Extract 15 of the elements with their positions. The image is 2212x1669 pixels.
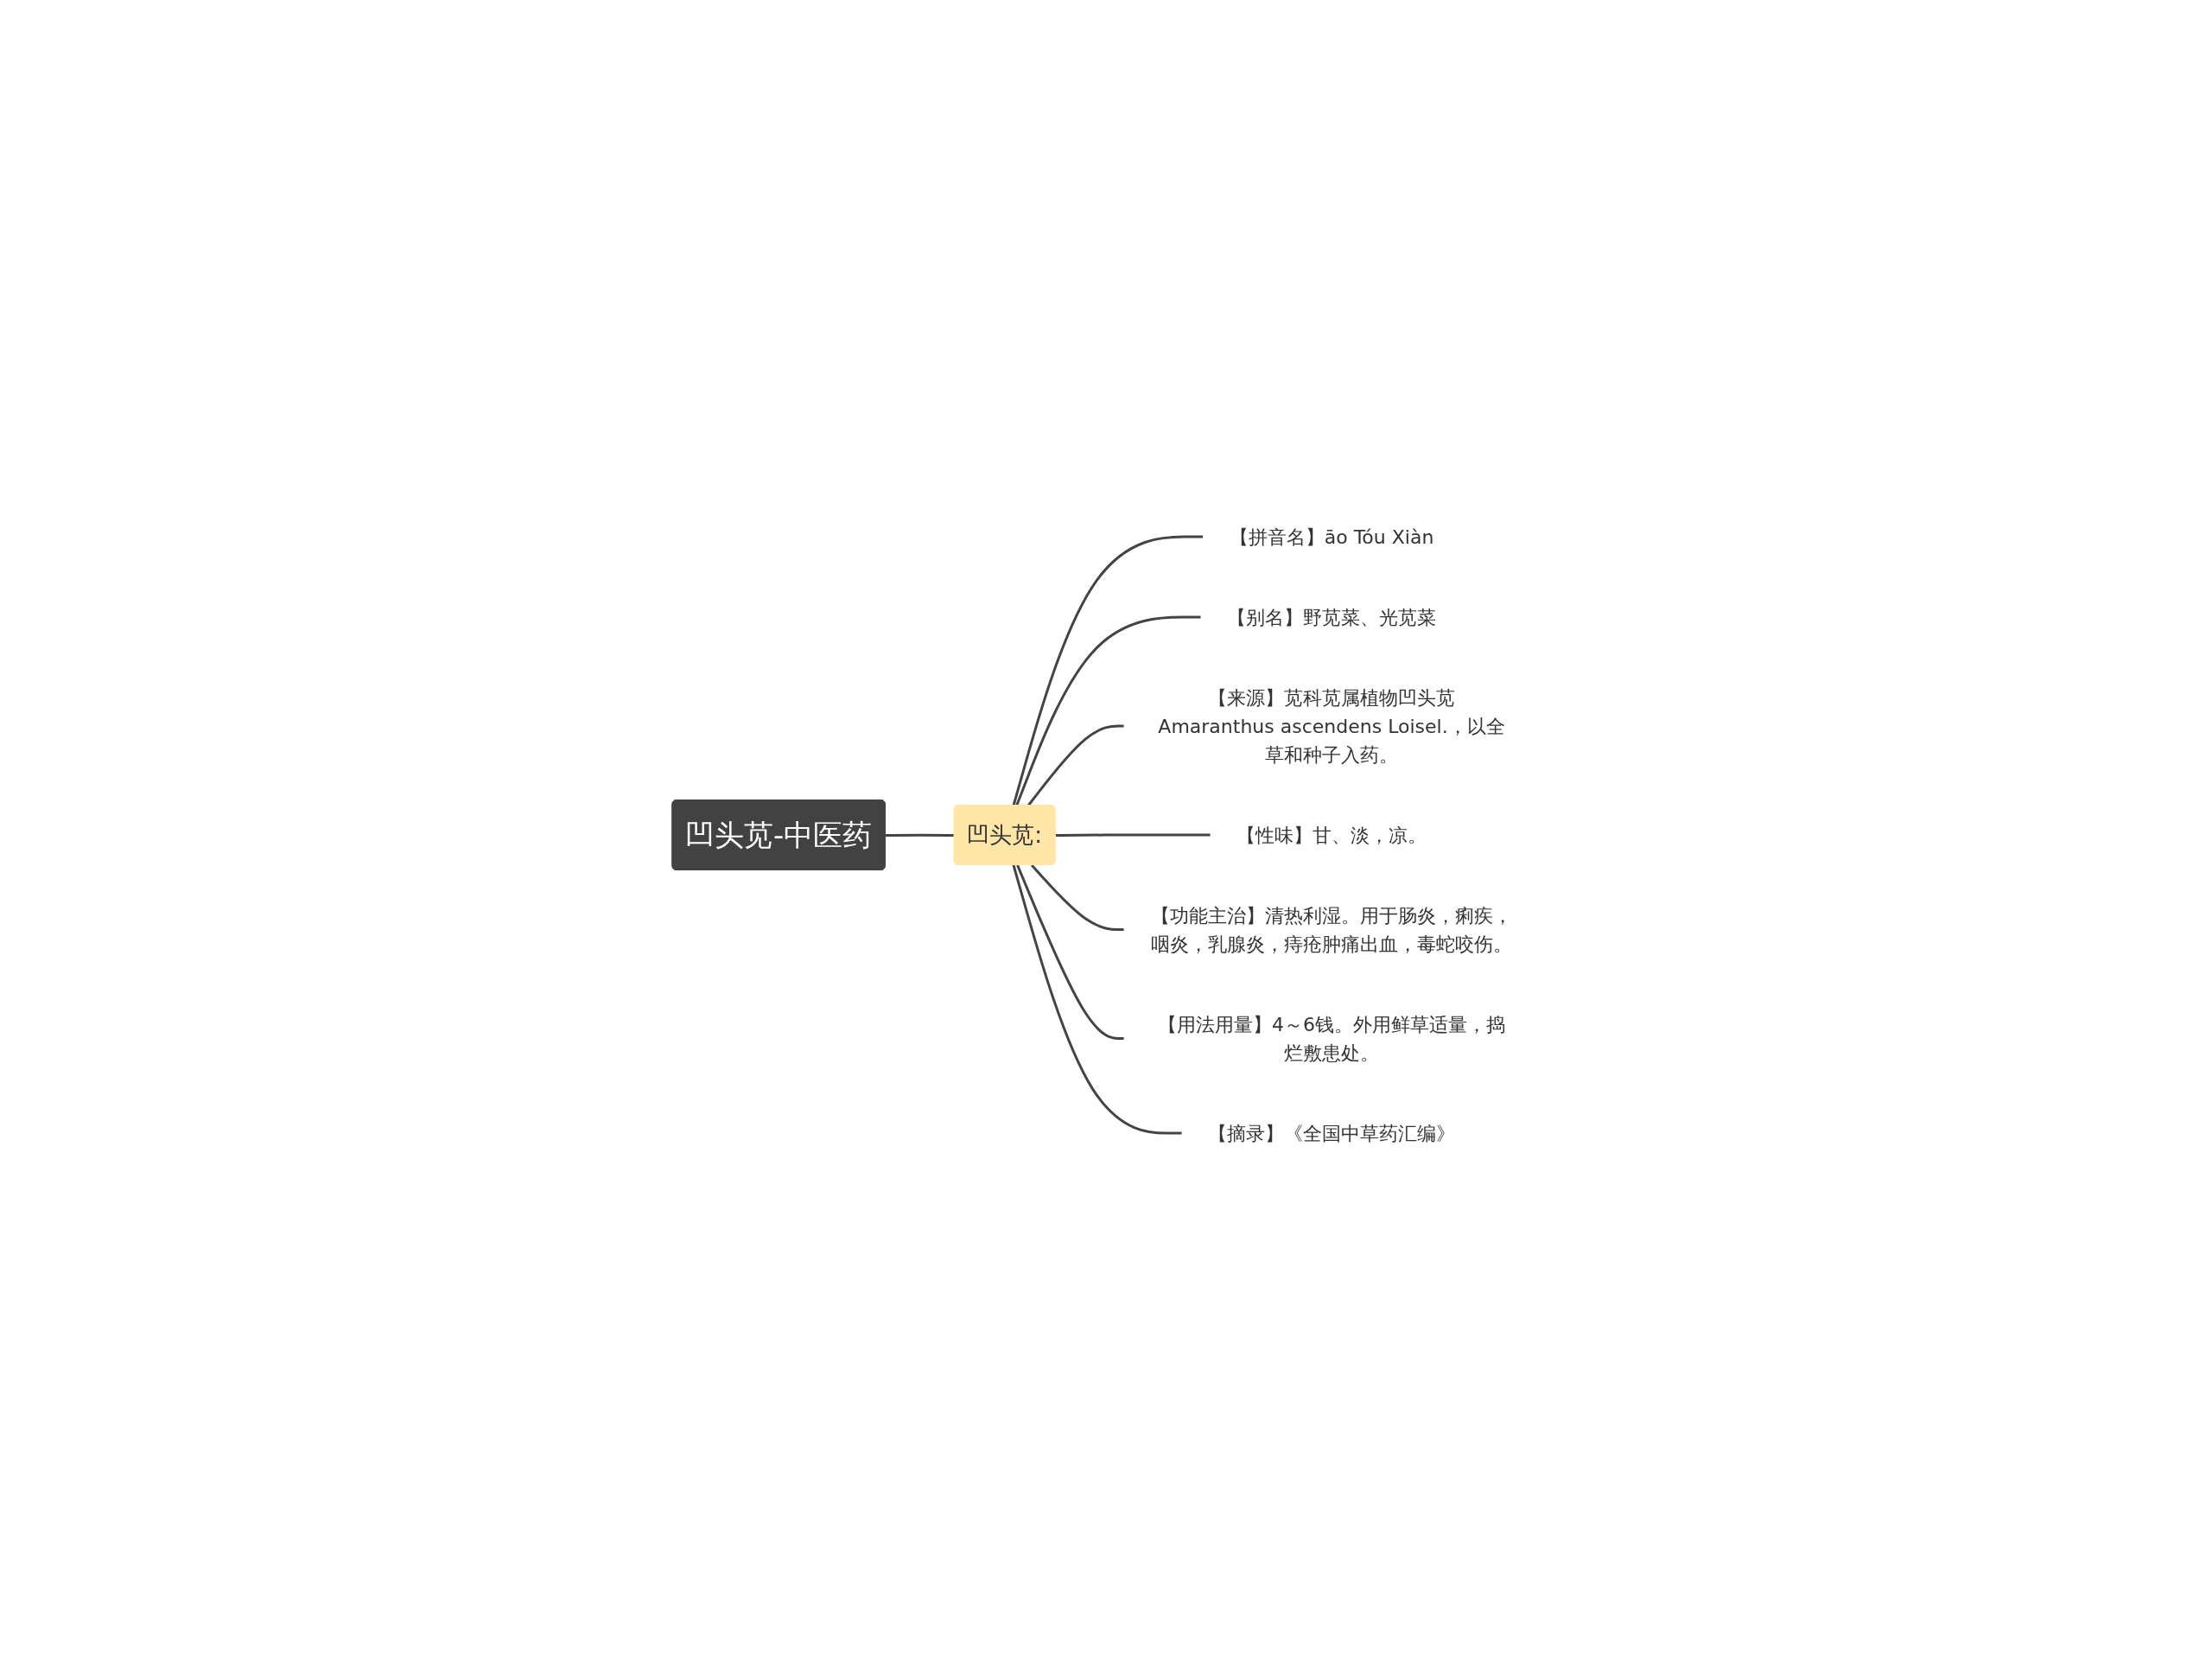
connector [1013, 535, 1205, 806]
connector [1031, 863, 1125, 931]
connector [1027, 724, 1125, 806]
connector [1015, 615, 1202, 806]
connector [1013, 864, 1183, 1134]
node-text: 【别名】野苋菜、光苋菜 [1227, 606, 1437, 627]
node-text: 【拼音名】āo Tóu Xiàn [1230, 526, 1434, 547]
node-text: 【性味】甘、淡，凉。 [1236, 824, 1427, 845]
connector [1056, 833, 1211, 837]
connector [1016, 863, 1125, 1040]
node-text: 【用法用量】4～6钱。外用鲜草适量，捣烂敷患处。 [1158, 1013, 1506, 1063]
node-text: 【摘录】《全国中草药汇编》 [1208, 1122, 1456, 1143]
connector [886, 833, 956, 837]
node-text: 【功能主治】清热利湿。用于肠炎，痢疾，咽炎，乳腺炎，痔疮肿痛出血，毒蛇咬伤。 [1151, 904, 1513, 954]
node-text: 【来源】苋科苋属植物凹头苋Amaranthus ascendens Loisel.，以全草和种子入药。 [1158, 686, 1506, 765]
